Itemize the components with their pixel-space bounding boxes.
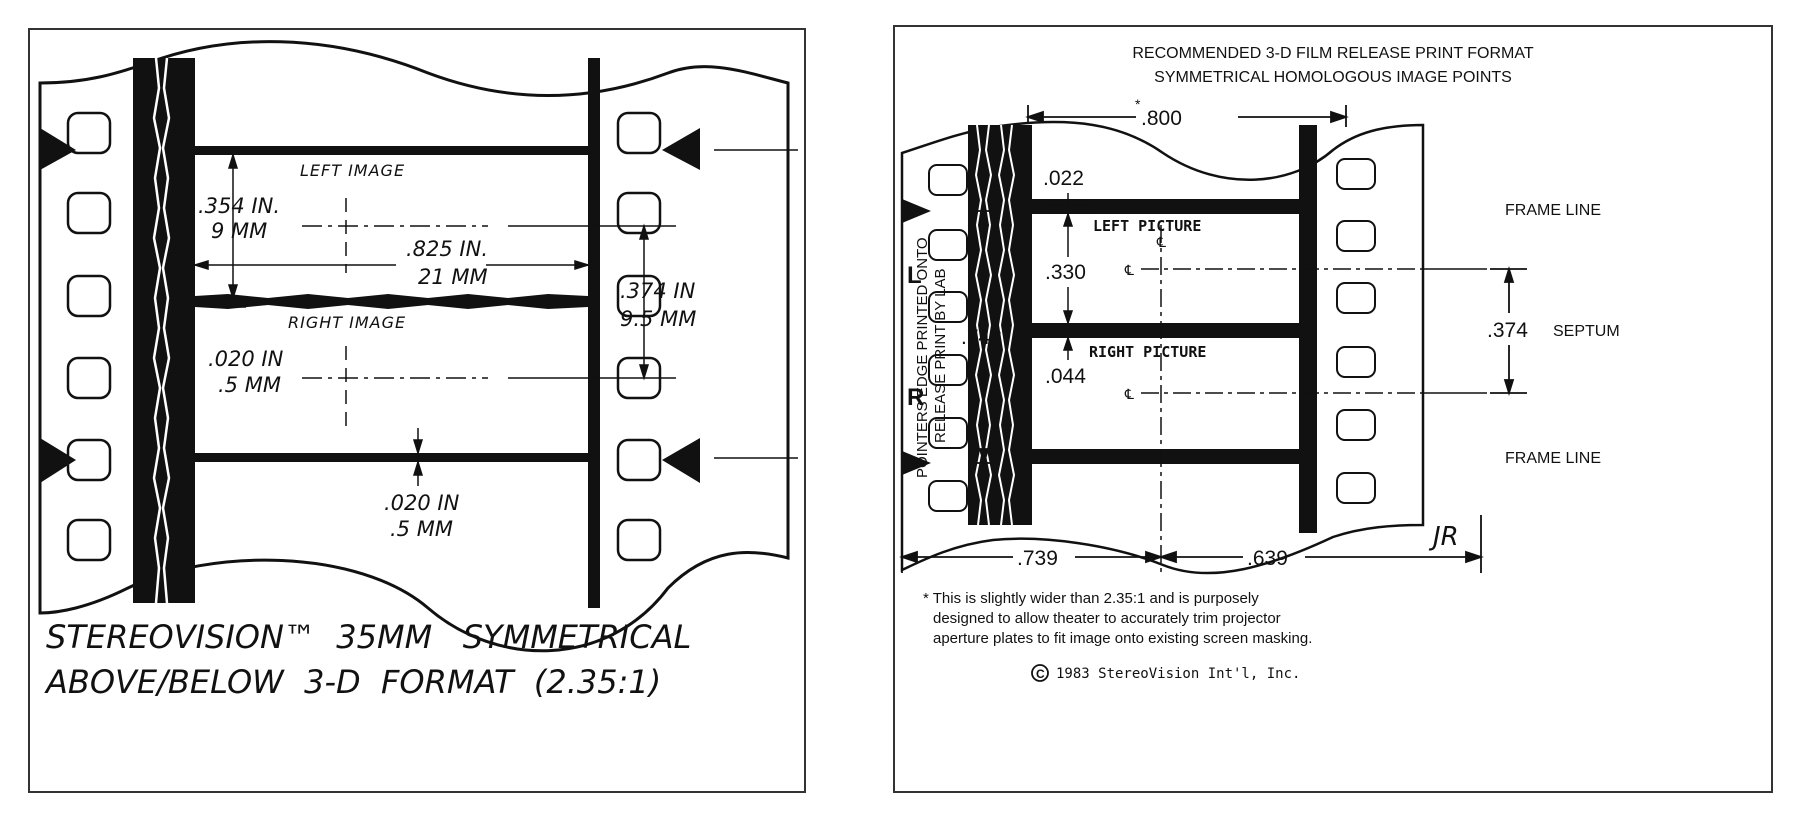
left-caption-line2: ABOVE/BELOW 3-D FORMAT (2.35:1) <box>44 663 661 701</box>
right-signature: JR <box>1428 522 1459 552</box>
copyright-symbol-letter: C <box>1036 667 1045 681</box>
right-footnote-line2: designed to allow theater to accurately … <box>933 610 1281 627</box>
right-dim-374: .374 <box>1487 319 1528 342</box>
right-bottom-dim-arrows <box>899 515 1484 573</box>
left-image-label: LEFT IMAGE <box>300 161 405 180</box>
right-footnote-line1: * This is slightly wider than 2.35:1 and… <box>923 590 1259 607</box>
right-dim-748-arrow-group <box>971 207 997 467</box>
dim-020a-mm: .5 MM <box>218 373 281 397</box>
left-frame-edge-bar <box>588 58 600 608</box>
right-dim-044: .044 <box>1045 365 1086 388</box>
left-film-strip-outline <box>38 40 790 653</box>
right-side-label-line2: RELEASE PRINT BY LAB <box>932 268 949 443</box>
right-dim-022: .022 <box>1043 167 1084 190</box>
dim-020b-mm: .5 MM <box>390 517 453 541</box>
dim-825-in: .825 IN. <box>406 237 488 261</box>
dim-374-mm: 9.5 MM <box>620 307 696 331</box>
right-frame-edge-bar <box>1299 125 1317 533</box>
left-frame-leader-lines <box>714 149 798 459</box>
dim-354-mm: 9 MM <box>211 219 267 243</box>
right-centerline-symbol-left: ℄ <box>1123 263 1136 279</box>
left-dimension-arrows <box>192 152 650 486</box>
right-sprocket-holes-right <box>1336 158 1376 504</box>
right-side-annotations: POINTERS EDGE PRINTED ONTO RELEASE PRINT… <box>914 207 1002 478</box>
right-image-label: RIGHT IMAGE <box>288 313 406 332</box>
right-diagram-panel: RECOMMENDED 3-D FILM RELEASE PRINT FORMA… <box>893 25 1773 793</box>
right-footnote-line3: aperture plates to fit image onto existi… <box>933 630 1312 647</box>
right-title-line2: SYMMETRICAL HOMOLOGOUS IMAGE POINTS <box>1154 69 1512 86</box>
right-centerline-symbol-right: ℄ <box>1123 387 1136 403</box>
right-dim-800: .800 <box>1141 107 1182 130</box>
right-frame-line-top-label: FRAME LINE <box>1505 202 1601 219</box>
right-dim-739: .739 <box>1017 547 1058 570</box>
right-frame-line-bottom-label: FRAME LINE <box>1505 450 1601 467</box>
right-dim-800-arrow <box>1025 105 1349 127</box>
right-frame-lines <box>1032 199 1299 464</box>
right-title-line1: RECOMMENDED 3-D FILM RELEASE PRINT FORMA… <box>1132 45 1533 62</box>
right-dim-748-label: .748 <box>961 326 1002 349</box>
right-pointer-triangles <box>902 199 931 475</box>
right-copyright: 1983 StereoVision Int'l, Inc. <box>1056 666 1300 682</box>
left-caption-line1: STEREOVISION™ 35MM SYMMETRICAL <box>46 618 691 656</box>
right-dim-330: .330 <box>1045 261 1086 284</box>
right-sprocket-holes-left <box>928 164 968 512</box>
left-frame-lines <box>195 146 588 462</box>
right-right-picture-label: RIGHT PICTURE <box>1089 343 1206 361</box>
copyright-symbol <box>1031 664 1049 682</box>
right-marker-l: L <box>907 262 922 289</box>
left-sprocket-holes-left <box>66 111 112 562</box>
right-dim-330-arrow <box>1062 211 1074 360</box>
right-centerline-symbol-top: ℄ <box>1155 235 1168 251</box>
left-sprocket-holes-right <box>616 111 662 562</box>
right-septum-label: SEPTUM <box>1553 323 1620 340</box>
left-image-center-crosshairs <box>302 198 676 428</box>
left-diagram-panel: LEFT IMAGE RIGHT IMAGE .354 IN. 9 MM .82… <box>28 28 806 793</box>
right-soundtrack <box>968 124 1032 526</box>
right-marker-r: R <box>907 384 924 411</box>
right-dim-374-arrow <box>1490 265 1527 397</box>
dim-020a-in: .020 IN <box>208 347 284 371</box>
dim-354-in: .354 IN. <box>198 194 280 218</box>
right-side-label-line1: POINTERS EDGE PRINTED ONTO <box>914 237 931 478</box>
left-pointer-triangles <box>40 128 700 483</box>
right-dim-639: .639 <box>1247 547 1288 570</box>
dim-825-mm: 21 MM <box>418 265 488 289</box>
dim-374-in: .374 IN <box>620 279 696 303</box>
right-asterisk: * <box>1135 96 1141 112</box>
right-left-picture-label: LEFT PICTURE <box>1093 217 1201 235</box>
dim-020b-in: .020 IN <box>384 491 460 515</box>
left-soundtrack <box>133 57 195 604</box>
